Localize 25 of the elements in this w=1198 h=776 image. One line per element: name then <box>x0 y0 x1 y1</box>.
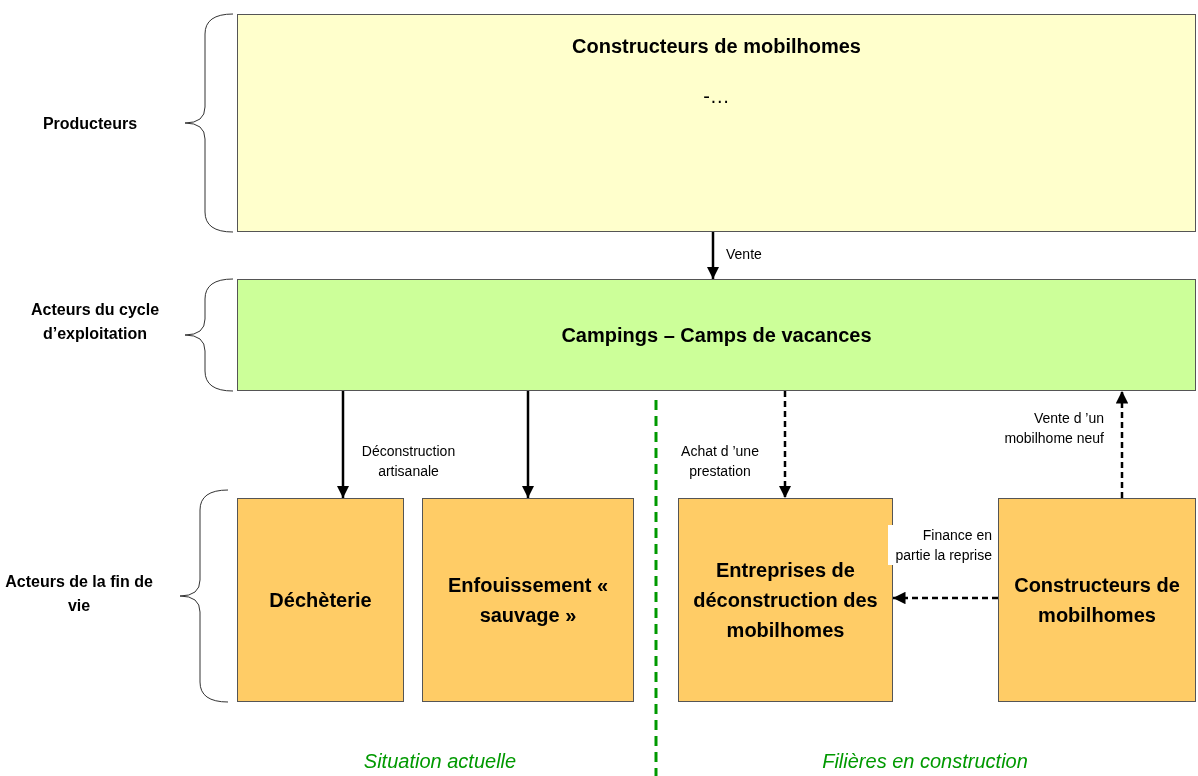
box-title: Constructeurs de mobilhomes <box>1013 573 1181 628</box>
actor-box <box>237 498 404 702</box>
actor-box <box>237 279 1196 391</box>
actor-box <box>998 498 1196 702</box>
actor-box <box>422 498 634 702</box>
edge-label: Finance en partie la reprise <box>888 525 992 565</box>
list-item: -… <box>703 84 730 109</box>
box-title: Campings – Camps de vacances <box>560 323 873 348</box>
section-caption: Situation actuelle <box>362 749 518 774</box>
arrow <box>706 232 720 279</box>
arrow <box>521 391 535 498</box>
actor-box <box>237 14 1196 232</box>
row-label: Acteurs de la fin de vie <box>4 572 154 616</box>
row-label: Producteurs <box>41 114 139 134</box>
arrow <box>336 391 350 498</box>
row-label: Acteurs du cycle d’exploitation <box>29 300 161 344</box>
arrow <box>1115 391 1129 498</box>
box-title: Entreprises de déconstruction des mobilhomes <box>692 558 879 643</box>
actor-box <box>678 498 893 702</box>
arrow <box>778 391 792 498</box>
box-title: Constructeurs de mobilhomes <box>572 34 861 59</box>
box-title: Enfouissement « sauvage » <box>446 573 609 628</box>
box-title: Déchèterie <box>268 588 373 613</box>
arrow <box>893 591 998 605</box>
section-caption: Filières en construction <box>821 749 1029 774</box>
